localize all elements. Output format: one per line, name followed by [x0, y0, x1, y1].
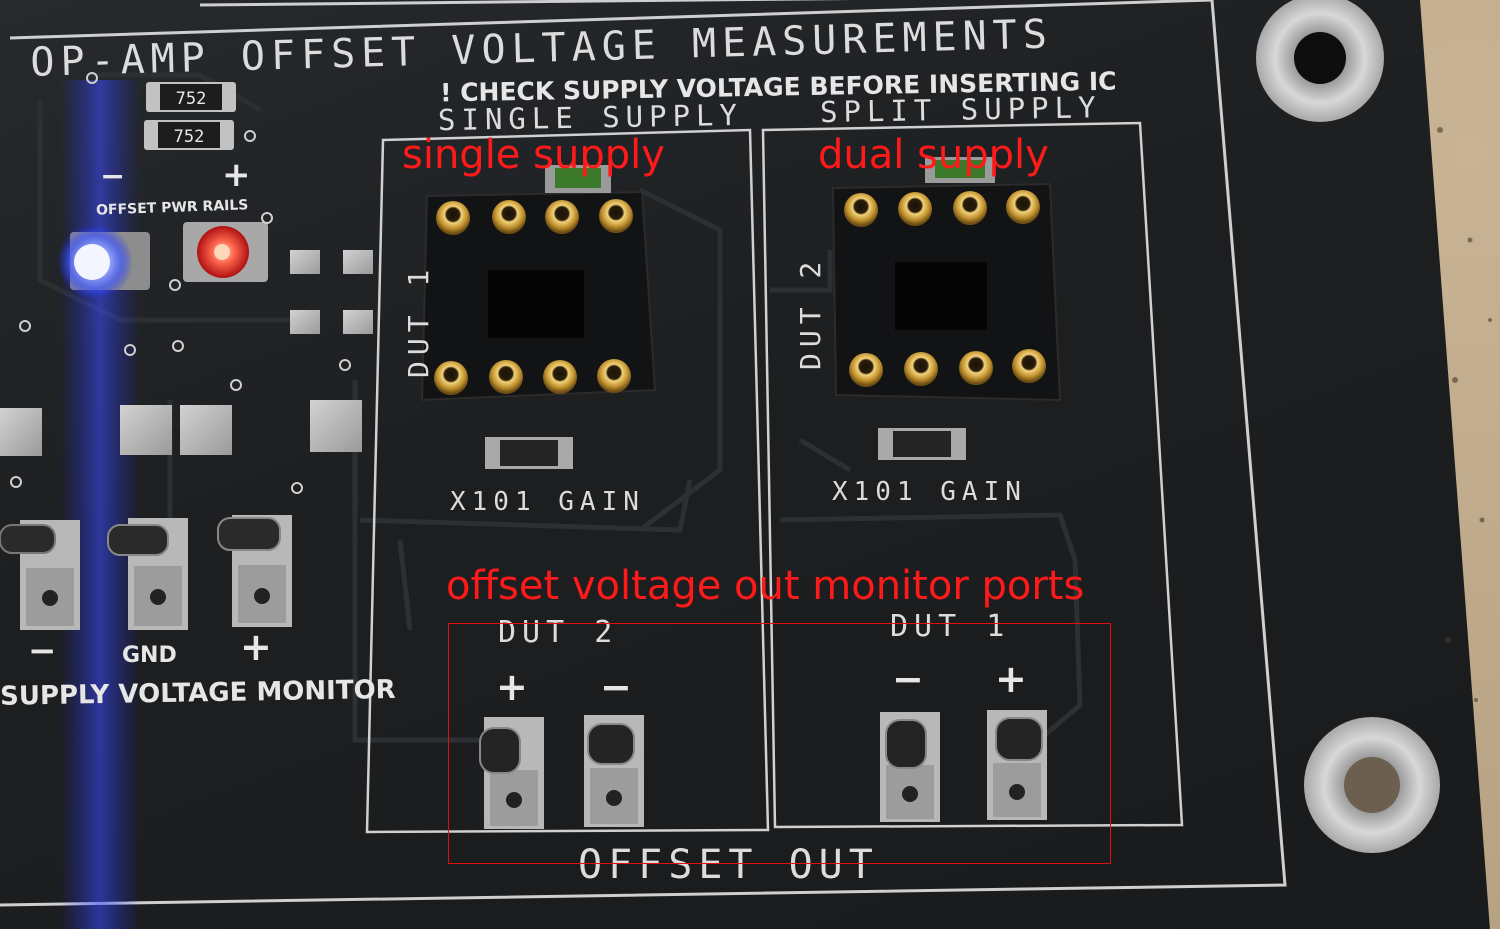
- desk-specks: [1437, 127, 1492, 702]
- resistor-code-bottom: 752: [174, 127, 205, 147]
- gain-label-left: X101 GAIN: [450, 487, 645, 517]
- offset-out-ports: [479, 710, 1047, 829]
- red-led: [183, 222, 268, 282]
- blue-led: [57, 224, 150, 300]
- annotation-dual-supply: dual supply: [818, 132, 1049, 178]
- supply-monitor-ports: [0, 515, 292, 630]
- single-supply-section: [365, 128, 770, 834]
- resistor-smd-left: [485, 437, 573, 469]
- offset-dut1-minus-label: −: [892, 657, 924, 701]
- annotation-single-supply: single supply: [402, 132, 665, 178]
- rail-minus-label: −: [100, 159, 125, 194]
- mounting-washer-top: [1256, 0, 1384, 122]
- dip-socket-dut1: [420, 165, 657, 402]
- offset-dut1-plus-label: +: [995, 657, 1027, 701]
- offset-dut2-minus-label: −: [600, 665, 632, 709]
- board-outline: [0, 0, 1287, 907]
- gain-label-right: X101 GAIN: [832, 477, 1027, 507]
- supply-voltage-monitor-label: SUPPLY VOLTAGE MONITOR: [0, 675, 396, 712]
- resistor-smd-top: 752: [146, 82, 236, 112]
- mounting-washer-bottom: [1304, 717, 1440, 853]
- monitor-minus-label: −: [28, 631, 57, 671]
- resistor-smd-bottom: 752: [144, 120, 234, 150]
- resistor-smd-right: [878, 428, 966, 460]
- annotation-monitor-ports: offset voltage out monitor ports: [446, 563, 1085, 609]
- monitor-gnd-label: GND: [122, 643, 177, 668]
- dip-socket-dut2: [831, 157, 1062, 402]
- dut1-socket-label: DUT 1: [402, 264, 435, 378]
- rail-plus-label: +: [222, 155, 251, 195]
- offset-dut2-label: DUT 2: [498, 615, 618, 650]
- split-supply-section: [761, 121, 1184, 829]
- monitor-plus-label: +: [240, 625, 272, 669]
- split-supply-label: SPLIT SUPPLY: [820, 90, 1102, 129]
- offset-pwr-rails-label: OFFSET PWR RAILS: [96, 197, 249, 218]
- annotation-ports-box: [448, 623, 1111, 864]
- smd-pads: [0, 250, 373, 456]
- dut2-socket-label: DUT 2: [794, 256, 827, 370]
- blue-light-streak: [60, 80, 140, 929]
- offset-dut1-label: DUT 1: [890, 609, 1010, 644]
- offset-out-label: OFFSET OUT: [578, 842, 879, 888]
- offset-dut2-plus-label: +: [496, 665, 528, 709]
- resistor-code-top: 752: [176, 89, 207, 109]
- single-supply-label: SINGLE SUPPLY: [438, 98, 744, 137]
